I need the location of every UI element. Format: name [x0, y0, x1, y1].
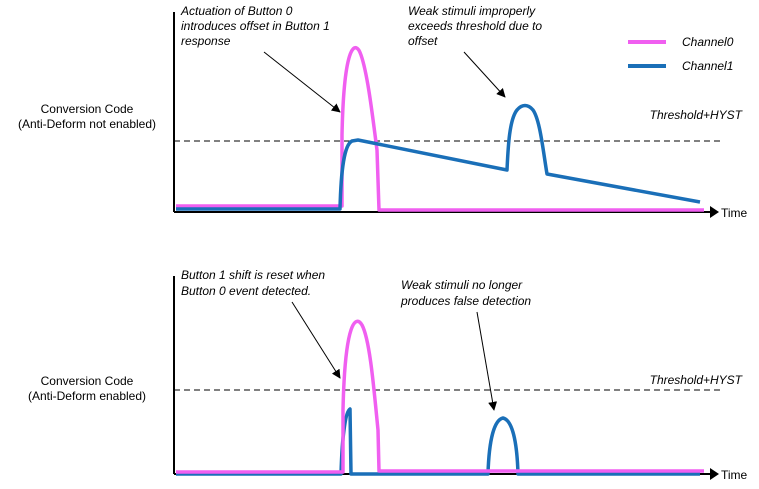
annotation-nofalse-line2: produces false detection: [400, 294, 531, 308]
annotation-nofalse-arrow: [476, 311, 498, 411]
x-axis-arrow: [710, 206, 719, 218]
y-axis-label-line1: Conversion Code: [41, 374, 134, 388]
panel-enabled: Time Conversion Code (Anti-Deform enable…: [28, 268, 748, 482]
channel1-trace: [176, 407, 700, 476]
annotation-weak-arrow: [463, 51, 506, 98]
channel0-trace: [176, 319, 704, 474]
threshold-label: Threshold+HYST: [650, 373, 744, 387]
annotation-offset-arrow: [263, 51, 341, 113]
annotation-reset-line2: Button 0 event detected.: [181, 284, 311, 298]
annotation-weak-line3: offset: [408, 34, 438, 48]
annotation-reset-line1: Button 1 shift is reset when: [181, 268, 325, 282]
annotation-nofalse-line1: Weak stimuli no longer: [401, 278, 523, 292]
legend: Channel0 Channel1: [628, 35, 734, 73]
annotation-offset-line1: Actuation of Button 0: [180, 4, 293, 18]
x-axis-label: Time: [721, 206, 748, 220]
annotation-offset-line2: introduces offset in Button 1: [181, 19, 330, 33]
channel0-trace: [176, 46, 704, 212]
x-axis-label: Time: [721, 468, 748, 482]
channel1-trace: [176, 103, 701, 211]
annotation-reset-arrow: [291, 301, 341, 379]
x-axis-arrow: [710, 468, 719, 480]
annotation-weak-line1: Weak stimuli improperly: [408, 4, 536, 18]
y-axis-label-line2: (Anti-Deform enabled): [28, 389, 146, 403]
threshold-label: Threshold+HYST: [650, 108, 744, 122]
y-axis-label-line2: (Anti-Deform not enabled): [18, 117, 156, 131]
legend-label-channel1: Channel1: [682, 59, 733, 73]
y-axis-label-line1: Conversion Code: [41, 102, 134, 116]
legend-label-channel0: Channel0: [682, 35, 734, 49]
annotation-offset-line3: response: [181, 34, 231, 48]
panel-not-enabled: Time Conversion Code (Anti-Deform not en…: [18, 4, 748, 220]
annotation-weak-line2: exceeds threshold due to: [408, 19, 542, 33]
